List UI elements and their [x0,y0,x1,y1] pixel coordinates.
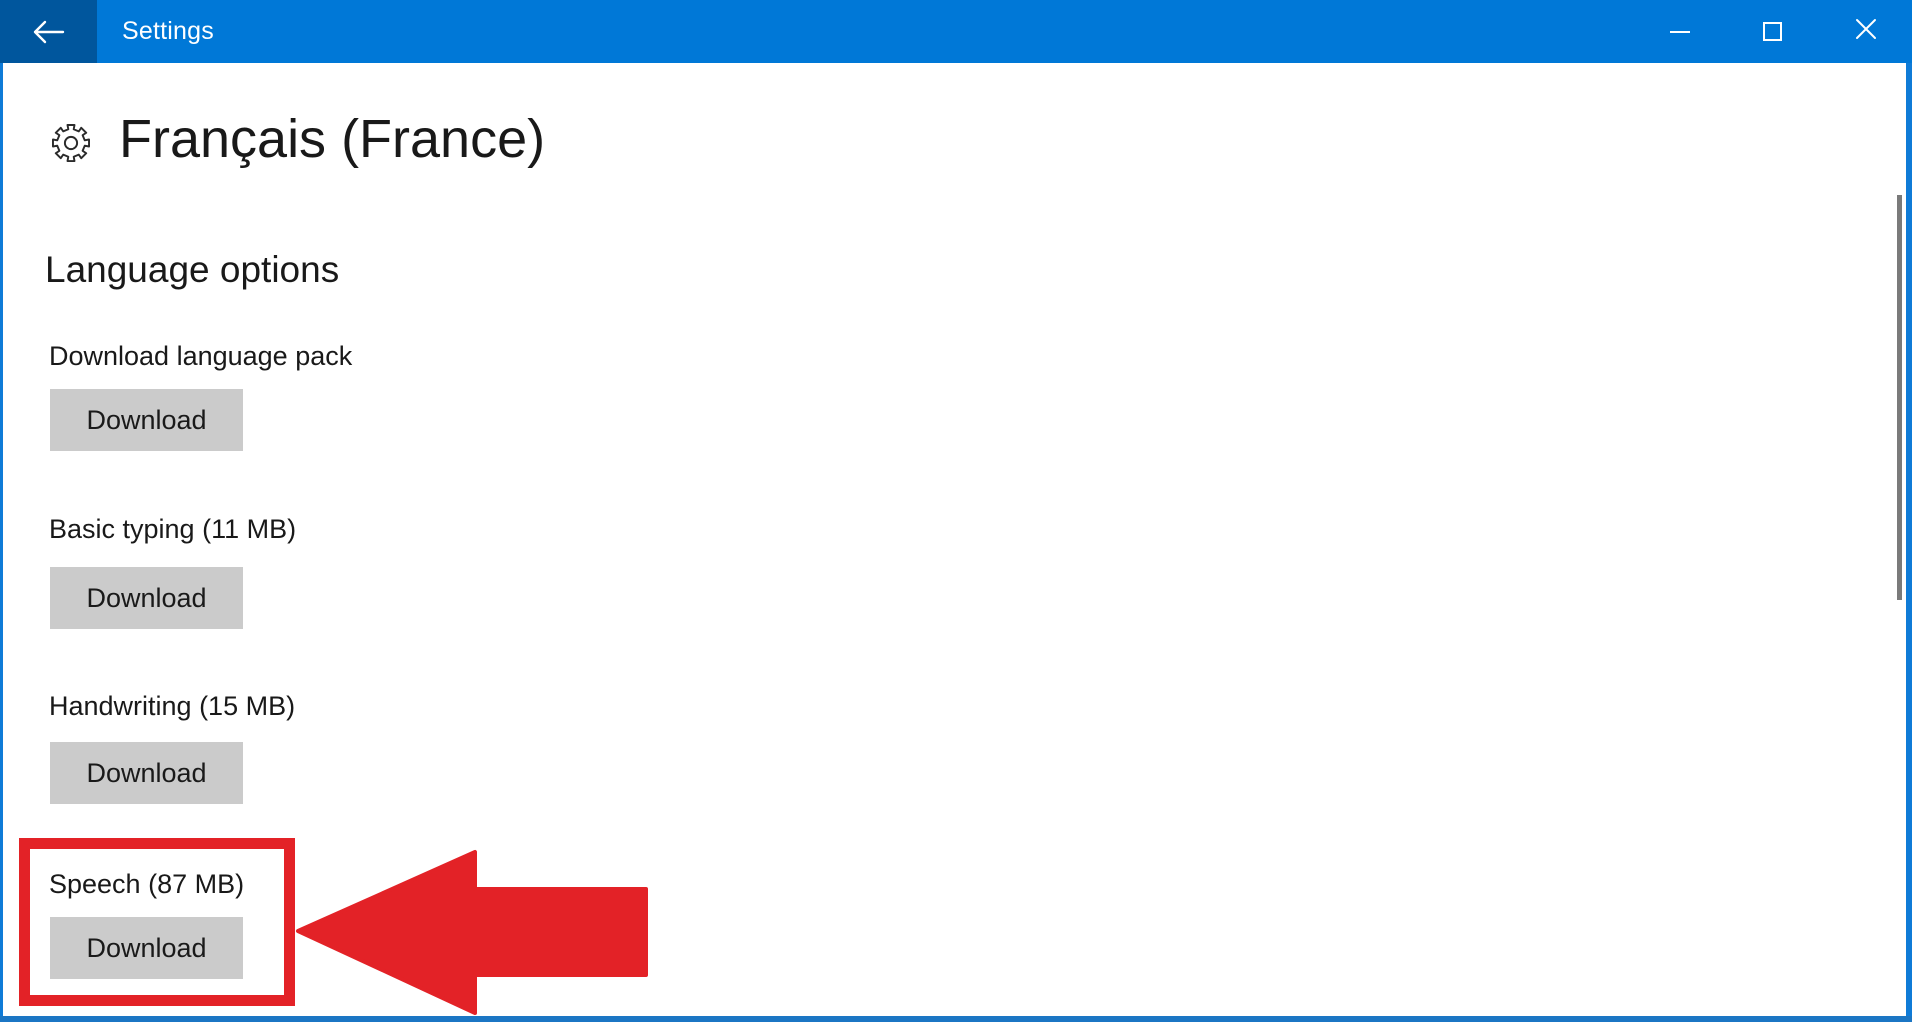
back-button[interactable] [0,0,97,63]
download-language-pack-button[interactable]: Download [50,389,243,451]
download-basic-typing-button[interactable]: Download [50,567,243,629]
speech-label: Speech (87 MB) [49,869,245,899]
window-border-right [1906,63,1912,1022]
download-speech-button[interactable]: Download [50,917,243,979]
window-border-left [0,63,3,1022]
window-border-bottom [0,1016,1912,1022]
page-title: Français (France) [119,109,546,169]
maximize-button[interactable] [1726,0,1819,63]
gear-icon [50,122,92,164]
titlebar: Settings [0,0,1912,63]
basic-typing-label: Basic typing (11 MB) [49,514,297,544]
language-pack-label: Download language pack [49,341,353,371]
window-title: Settings [122,17,214,45]
window-controls [1633,0,1912,63]
download-handwriting-button[interactable]: Download [50,742,243,804]
back-arrow-icon [32,19,66,45]
scrollbar-thumb[interactable] [1897,195,1902,600]
close-icon [1855,18,1877,45]
maximize-icon [1763,22,1782,41]
handwriting-label: Handwriting (15 MB) [49,691,296,721]
minimize-button[interactable] [1633,0,1726,63]
section-heading: Language options [45,249,340,290]
close-button[interactable] [1819,0,1912,63]
minimize-icon [1669,30,1690,33]
